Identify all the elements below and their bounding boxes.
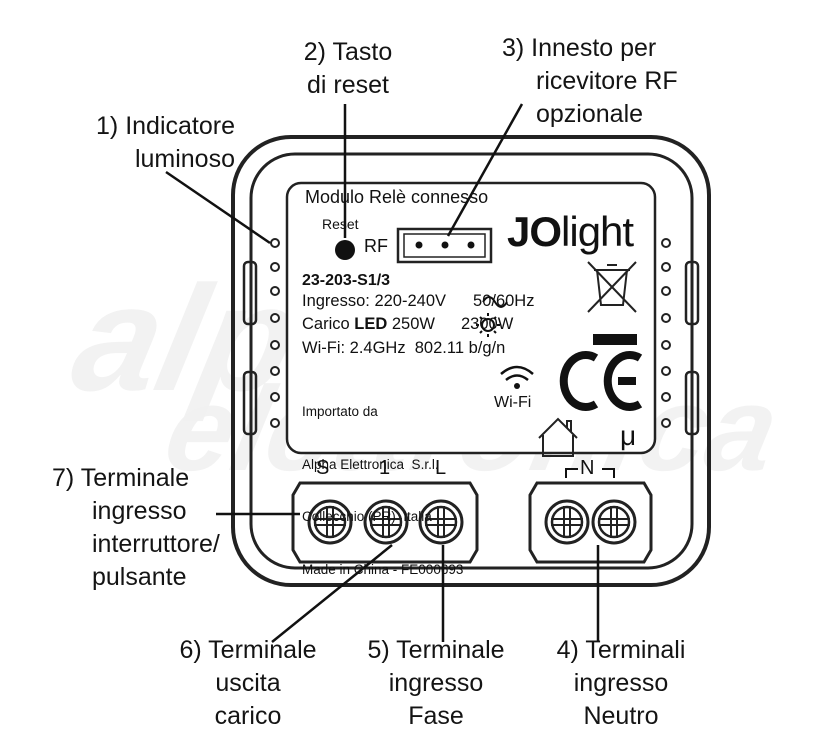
rf-connector bbox=[396, 227, 493, 264]
terminal-label-s: S bbox=[316, 457, 330, 479]
brand-logo: JOlight bbox=[507, 208, 634, 256]
mu-mark: μ bbox=[620, 420, 637, 451]
load-led: LED bbox=[354, 315, 388, 333]
callout-phase-input: 5) Terminale ingresso Fase bbox=[356, 634, 516, 733]
callout-neutral-input: 4) Terminali ingresso Neutro bbox=[546, 634, 696, 733]
importer-block: Importato da Alpha Elettronica S.r.l. Co… bbox=[302, 368, 463, 596]
wifi-label: Wi-Fi bbox=[494, 394, 532, 411]
callout-line: di reset bbox=[307, 71, 389, 99]
importer-line: Collecchio (PR) Italia bbox=[302, 509, 432, 524]
n-bracket bbox=[565, 468, 615, 478]
callout-line: carico bbox=[214, 702, 282, 730]
load-spec: Carico LED 250W 2300W bbox=[302, 315, 513, 334]
terminal-screw-icon bbox=[544, 499, 590, 545]
leader-lines bbox=[165, 103, 600, 643]
housing-inner bbox=[249, 152, 694, 570]
callout-reset: 2) Tasto di reset bbox=[283, 36, 413, 102]
reset-button[interactable] bbox=[335, 240, 355, 260]
callout-line: pulsante bbox=[92, 563, 187, 591]
callout-line: ricevitore RF bbox=[536, 67, 678, 95]
terminal-label-n: N bbox=[580, 457, 595, 479]
weee-bin-icon bbox=[587, 261, 637, 313]
callout-line: Fase bbox=[408, 702, 464, 730]
svg-text:alp: alp bbox=[60, 256, 312, 423]
input-voltage: Ingresso: 220-240V bbox=[302, 292, 447, 310]
terminal-screw-icon bbox=[307, 499, 353, 545]
callout-line: 4) Terminali bbox=[556, 636, 686, 664]
callout-load-output: 6) Terminale uscita carico bbox=[168, 634, 328, 733]
rf-pin bbox=[441, 241, 449, 249]
importer-line: Made in China - FE000693 bbox=[302, 561, 464, 577]
callout-rf: 3) Innesto per ricevitore RF opzionale bbox=[502, 32, 678, 131]
device-title: Modulo Relè connesso bbox=[305, 187, 489, 207]
callout-line: uscita bbox=[215, 669, 281, 697]
input-spec: Ingresso: 220-240V 50/60Hz bbox=[302, 292, 534, 311]
rf-pin bbox=[467, 241, 475, 249]
model-number: 23-203-S1/3 bbox=[302, 272, 391, 289]
callout-line: ingresso bbox=[573, 669, 669, 697]
load-prefix: Carico bbox=[302, 315, 350, 333]
terminal-screw-icon bbox=[591, 499, 637, 545]
sun-icon bbox=[476, 313, 500, 337]
ac-wave-icon bbox=[482, 296, 508, 308]
callout-line: 1) Indicatore bbox=[96, 112, 235, 140]
terminal-screw-icon bbox=[418, 499, 464, 545]
callout-line: 3) Innesto per bbox=[502, 34, 657, 62]
rf-pin bbox=[415, 241, 423, 249]
terminal-screw-icon bbox=[363, 499, 409, 545]
callout-line: Neutro bbox=[583, 702, 659, 730]
brand-logo-light: light bbox=[561, 208, 634, 255]
load-incandescent-watts: 2300W bbox=[460, 315, 514, 333]
importer-line: Importato da bbox=[302, 404, 378, 419]
housing-outer bbox=[231, 135, 711, 587]
home-icon bbox=[538, 417, 578, 457]
ce-bar bbox=[593, 334, 637, 345]
load-led-watts: 250W bbox=[391, 315, 435, 333]
reset-label: Reset bbox=[322, 216, 359, 232]
callout-line: 5) Terminale bbox=[367, 636, 505, 664]
callout-line: ingresso bbox=[388, 669, 484, 697]
callout-line: luminoso bbox=[134, 145, 235, 173]
terminal-label-l: L bbox=[435, 457, 447, 479]
callout-line: 6) Terminale bbox=[179, 636, 317, 664]
importer-line: Alpha Elettronica S.r.l. bbox=[302, 456, 439, 472]
wifi-icon bbox=[500, 365, 534, 389]
ce-mark-icon bbox=[559, 351, 643, 411]
callout-line: ingresso bbox=[92, 497, 187, 525]
callout-line: opzionale bbox=[536, 100, 644, 128]
callout-line: 7) Terminale bbox=[52, 464, 190, 492]
rf-connector-inner bbox=[403, 233, 486, 258]
input-frequency: 50/60Hz bbox=[473, 292, 535, 310]
indicator-led-column-right bbox=[661, 238, 671, 428]
side-notches bbox=[242, 260, 700, 436]
brand-logo-bold: JO bbox=[507, 208, 562, 255]
callout-switch-input: 7) Terminale ingresso interruttore/ puls… bbox=[52, 462, 220, 594]
callout-line: 2) Tasto bbox=[303, 38, 393, 66]
indicator-led-column-left bbox=[270, 238, 280, 428]
callout-line: interruttore/ bbox=[92, 530, 220, 558]
wifi-spec: Wi-Fi: 2.4GHz 802.11 b/g/n bbox=[302, 339, 506, 357]
rf-label: RF bbox=[364, 236, 388, 256]
callout-indicator: 1) Indicatore luminoso bbox=[96, 110, 235, 176]
terminal-label-1: 1 bbox=[379, 457, 391, 479]
